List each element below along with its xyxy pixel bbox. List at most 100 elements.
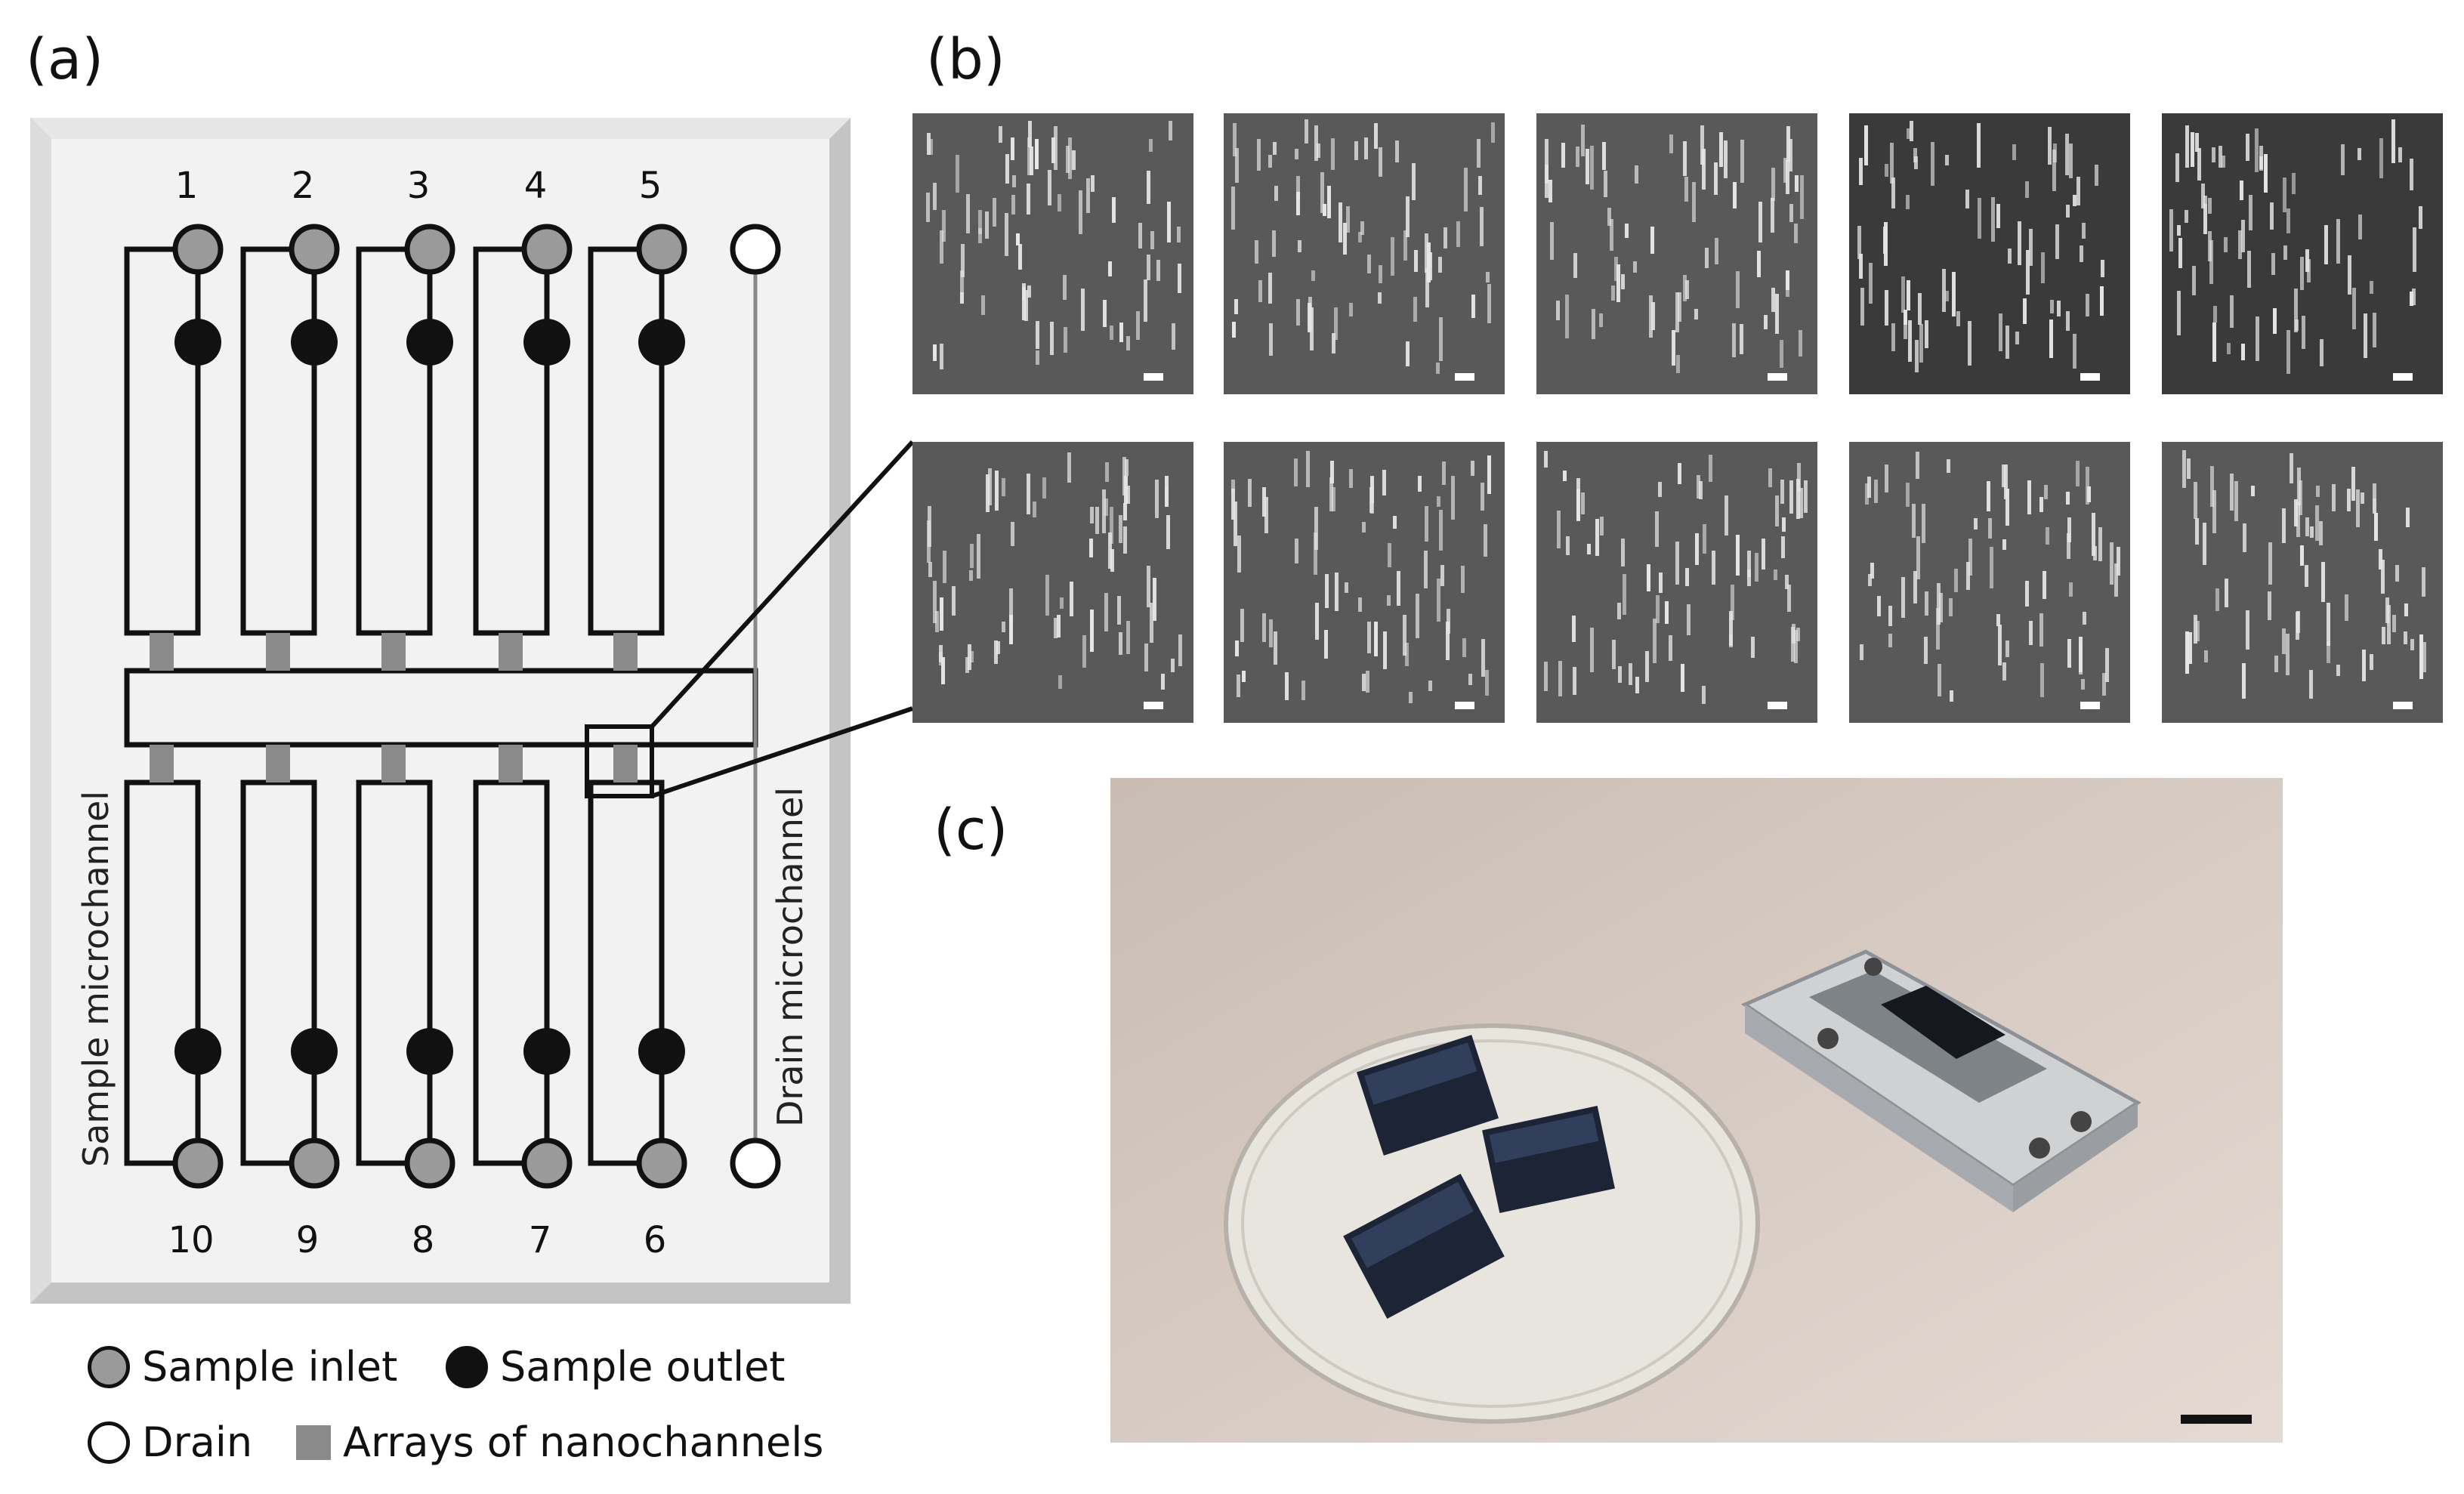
dna-molecule-mark [2419,206,2422,229]
dna-molecule-mark [996,641,1000,654]
dna-molecule-mark [1968,321,1972,366]
dna-molecule-mark [1590,628,1594,672]
dna-molecule-mark [1968,539,1972,576]
dna-molecule-mark [1611,286,1615,301]
dna-molecule-mark [1907,280,1910,310]
dna-molecule-mark [969,570,973,581]
dna-molecule-mark [1262,487,1266,517]
micrograph-thumbnail [2162,442,2443,723]
dna-molecule-mark [2066,205,2070,218]
dna-molecule-mark [2076,177,2080,205]
dna-molecule-mark [1126,486,1130,504]
dna-molecule-mark [2255,128,2259,172]
dna-molecule-mark [2224,237,2228,252]
inlet-number-top: 1 [175,165,199,207]
dna-molecule-mark [1058,194,1061,211]
dna-molecule-mark [1485,670,1489,696]
dna-molecule-mark [1789,480,1793,514]
dna-molecule-mark [1785,575,1789,589]
dna-molecule-mark [1545,165,1548,198]
dna-molecule-mark [2268,591,2271,620]
dna-molecule-mark [1595,519,1599,556]
dna-molecule-mark [1343,223,1347,255]
dna-molecule-mark [1783,158,1787,183]
dna-molecule-mark [1409,692,1413,703]
dna-molecule-mark [927,133,931,155]
dna-molecule-mark [1857,226,1861,259]
dna-molecule-mark [1617,603,1621,619]
dna-molecule-mark [2391,119,2395,163]
dna-molecule-mark [2093,546,2097,560]
dna-molecule-mark [1678,463,1681,484]
dna-molecule-mark [1412,163,1416,200]
dna-molecule-mark [1618,666,1622,683]
dna-molecule-mark [1702,149,1706,190]
dna-molecule-mark [1996,614,2000,626]
dna-molecule-mark [1383,631,1387,669]
dna-molecule-mark [2177,291,2181,335]
dna-molecule-mark [2067,639,2071,668]
micrograph-image [926,121,1181,369]
dna-molecule-mark [1647,564,1650,591]
dna-molecule-mark [2203,523,2206,565]
dna-molecule-mark [1144,644,1148,671]
micrograph-thumbnail [912,113,1193,394]
dna-molecule-mark [2178,238,2182,268]
dna-molecule-mark [1621,274,1625,289]
dna-molecule-mark [1366,671,1369,693]
dna-molecule-mark [1669,134,1673,153]
dna-molecule-mark [966,194,970,233]
dna-molecule-mark [1048,170,1051,205]
dna-molecule-mark [2073,195,2076,206]
dna-molecule-mark [2241,344,2245,360]
dna-molecule-mark [1296,299,1300,326]
sample-inlet-bottom [521,1137,573,1189]
inlet-number-top: 2 [292,165,315,207]
dna-molecule-mark [1709,455,1712,482]
dna-molecule-mark [1965,190,1969,208]
dna-molecule-mark [1437,496,1440,507]
dna-molecule-mark [1054,126,1058,170]
dna-molecule-mark [1491,122,1495,143]
dna-molecule-mark [2169,209,2173,252]
dna-molecule-mark [2296,502,2300,537]
dna-molecule-mark [1234,299,1238,314]
dna-molecule-mark [1234,502,1237,546]
dna-molecule-mark [1684,177,1688,202]
dna-molecule-mark [961,244,965,277]
dna-molecule-mark [2215,588,2219,611]
dna-molecule-mark [1235,641,1239,656]
micrograph-thumbnail [1536,113,1817,394]
dna-molecule-mark [1478,176,1482,195]
dna-molecule-mark [2283,177,2286,212]
dna-molecule-mark [1442,461,1446,485]
sample-outlet-top [638,319,685,366]
dna-molecule-mark [928,562,932,577]
dna-molecule-mark [1885,164,1888,177]
dna-molecule-mark [1572,616,1576,642]
dna-molecule-mark [1150,231,1154,249]
legend-sample-outlet-text: Sample outlet [500,1343,786,1391]
legend-drain: Drain [88,1418,252,1466]
dna-molecule-mark [1683,275,1687,301]
dna-molecule-mark [2246,134,2249,161]
dna-molecule-mark [1874,480,1878,503]
dna-molecule-mark [940,230,943,264]
dna-molecule-mark [1651,302,1655,330]
dna-molecule-mark [1360,221,1364,235]
dna-molecule-mark [1464,168,1468,211]
dna-molecule-mark [1576,147,1579,167]
dna-molecule-mark [1349,469,1353,488]
dna-molecule-mark [1954,569,1958,592]
dna-molecule-mark [1051,137,1055,163]
dna-molecule-mark [1089,539,1093,557]
dna-molecule-mark [1269,619,1273,647]
dna-molecule-mark [2410,292,2413,306]
micrograph-scale-bar [1455,373,1474,381]
dna-molecule-mark [1153,578,1156,621]
dna-molecule-mark [1237,674,1240,697]
dna-molecule-mark [2225,579,2228,607]
dna-molecule-mark [1712,551,1715,585]
dna-molecule-mark [2274,656,2278,672]
dna-molecule-mark [933,183,937,210]
